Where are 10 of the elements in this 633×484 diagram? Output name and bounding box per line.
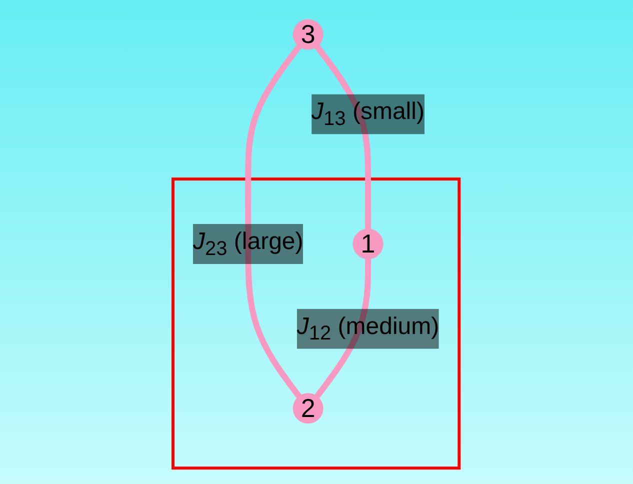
node-circle: 1 <box>353 229 384 260</box>
edge-label: J$_{23}$ (large) <box>193 228 304 260</box>
edge-label: J$_{13}$ (small) <box>312 98 425 130</box>
cluster <box>172 178 462 470</box>
connector <box>314 259 372 399</box>
edge-label: J$_{12}$ (medium) <box>297 313 440 346</box>
connector <box>246 44 302 399</box>
node-circle: 2 <box>293 394 324 424</box>
connector <box>314 44 372 230</box>
node-circle: 3 <box>293 20 324 50</box>
